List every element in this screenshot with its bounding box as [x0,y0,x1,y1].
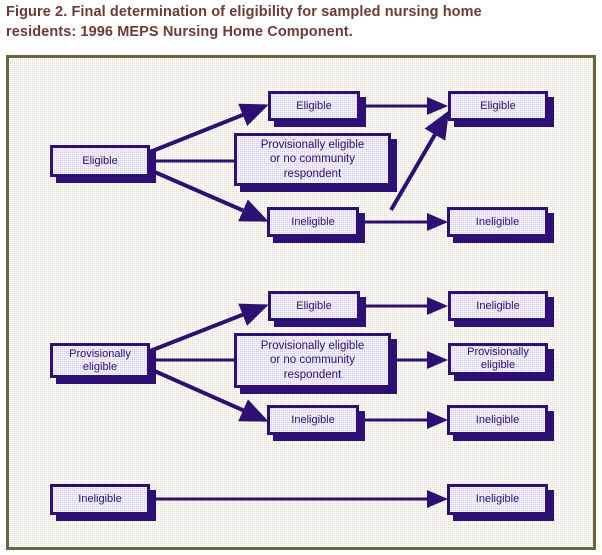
node-g1-mid-ineligible[interactable]: Ineligible [267,207,359,237]
node-g1-mid-eligible[interactable]: Eligible [268,91,360,121]
node-g2-mid-ineligible[interactable]: Ineligible [267,405,359,435]
diagram-canvas: Eligible Eligible Provisionally eligible… [9,58,593,547]
node-g2-source-provisionally-eligible[interactable]: Provisionally eligible [50,343,150,378]
node-g1-final-eligible[interactable]: Eligible [448,91,548,121]
node-g1-source-eligible[interactable]: Eligible [50,145,150,177]
page-title: Figure 2. Final determination of eligibi… [6,4,482,40]
diagram-frame: Eligible Eligible Provisionally eligible… [6,55,596,550]
node-g2-mid-provisionally-eligible[interactable]: Provisionally eligible or no community r… [234,333,391,388]
node-g1-mid-provisionally-eligible[interactable]: Provisionally eligible or no community r… [234,133,391,186]
connector-lines [149,97,450,508]
node-g1-final-ineligible[interactable]: Ineligible [447,207,548,237]
node-g2-final-ineligible-bottom[interactable]: Ineligible [447,405,548,435]
node-g2-mid-eligible[interactable]: Eligible [268,291,360,321]
node-g3-source-ineligible[interactable]: Ineligible [50,484,150,515]
node-g2-final-ineligible-top[interactable]: Ineligible [448,291,548,321]
node-g3-final-ineligible[interactable]: Ineligible [447,484,548,515]
node-g2-final-provisionally-eligible[interactable]: Provisionally eligible [448,343,548,375]
